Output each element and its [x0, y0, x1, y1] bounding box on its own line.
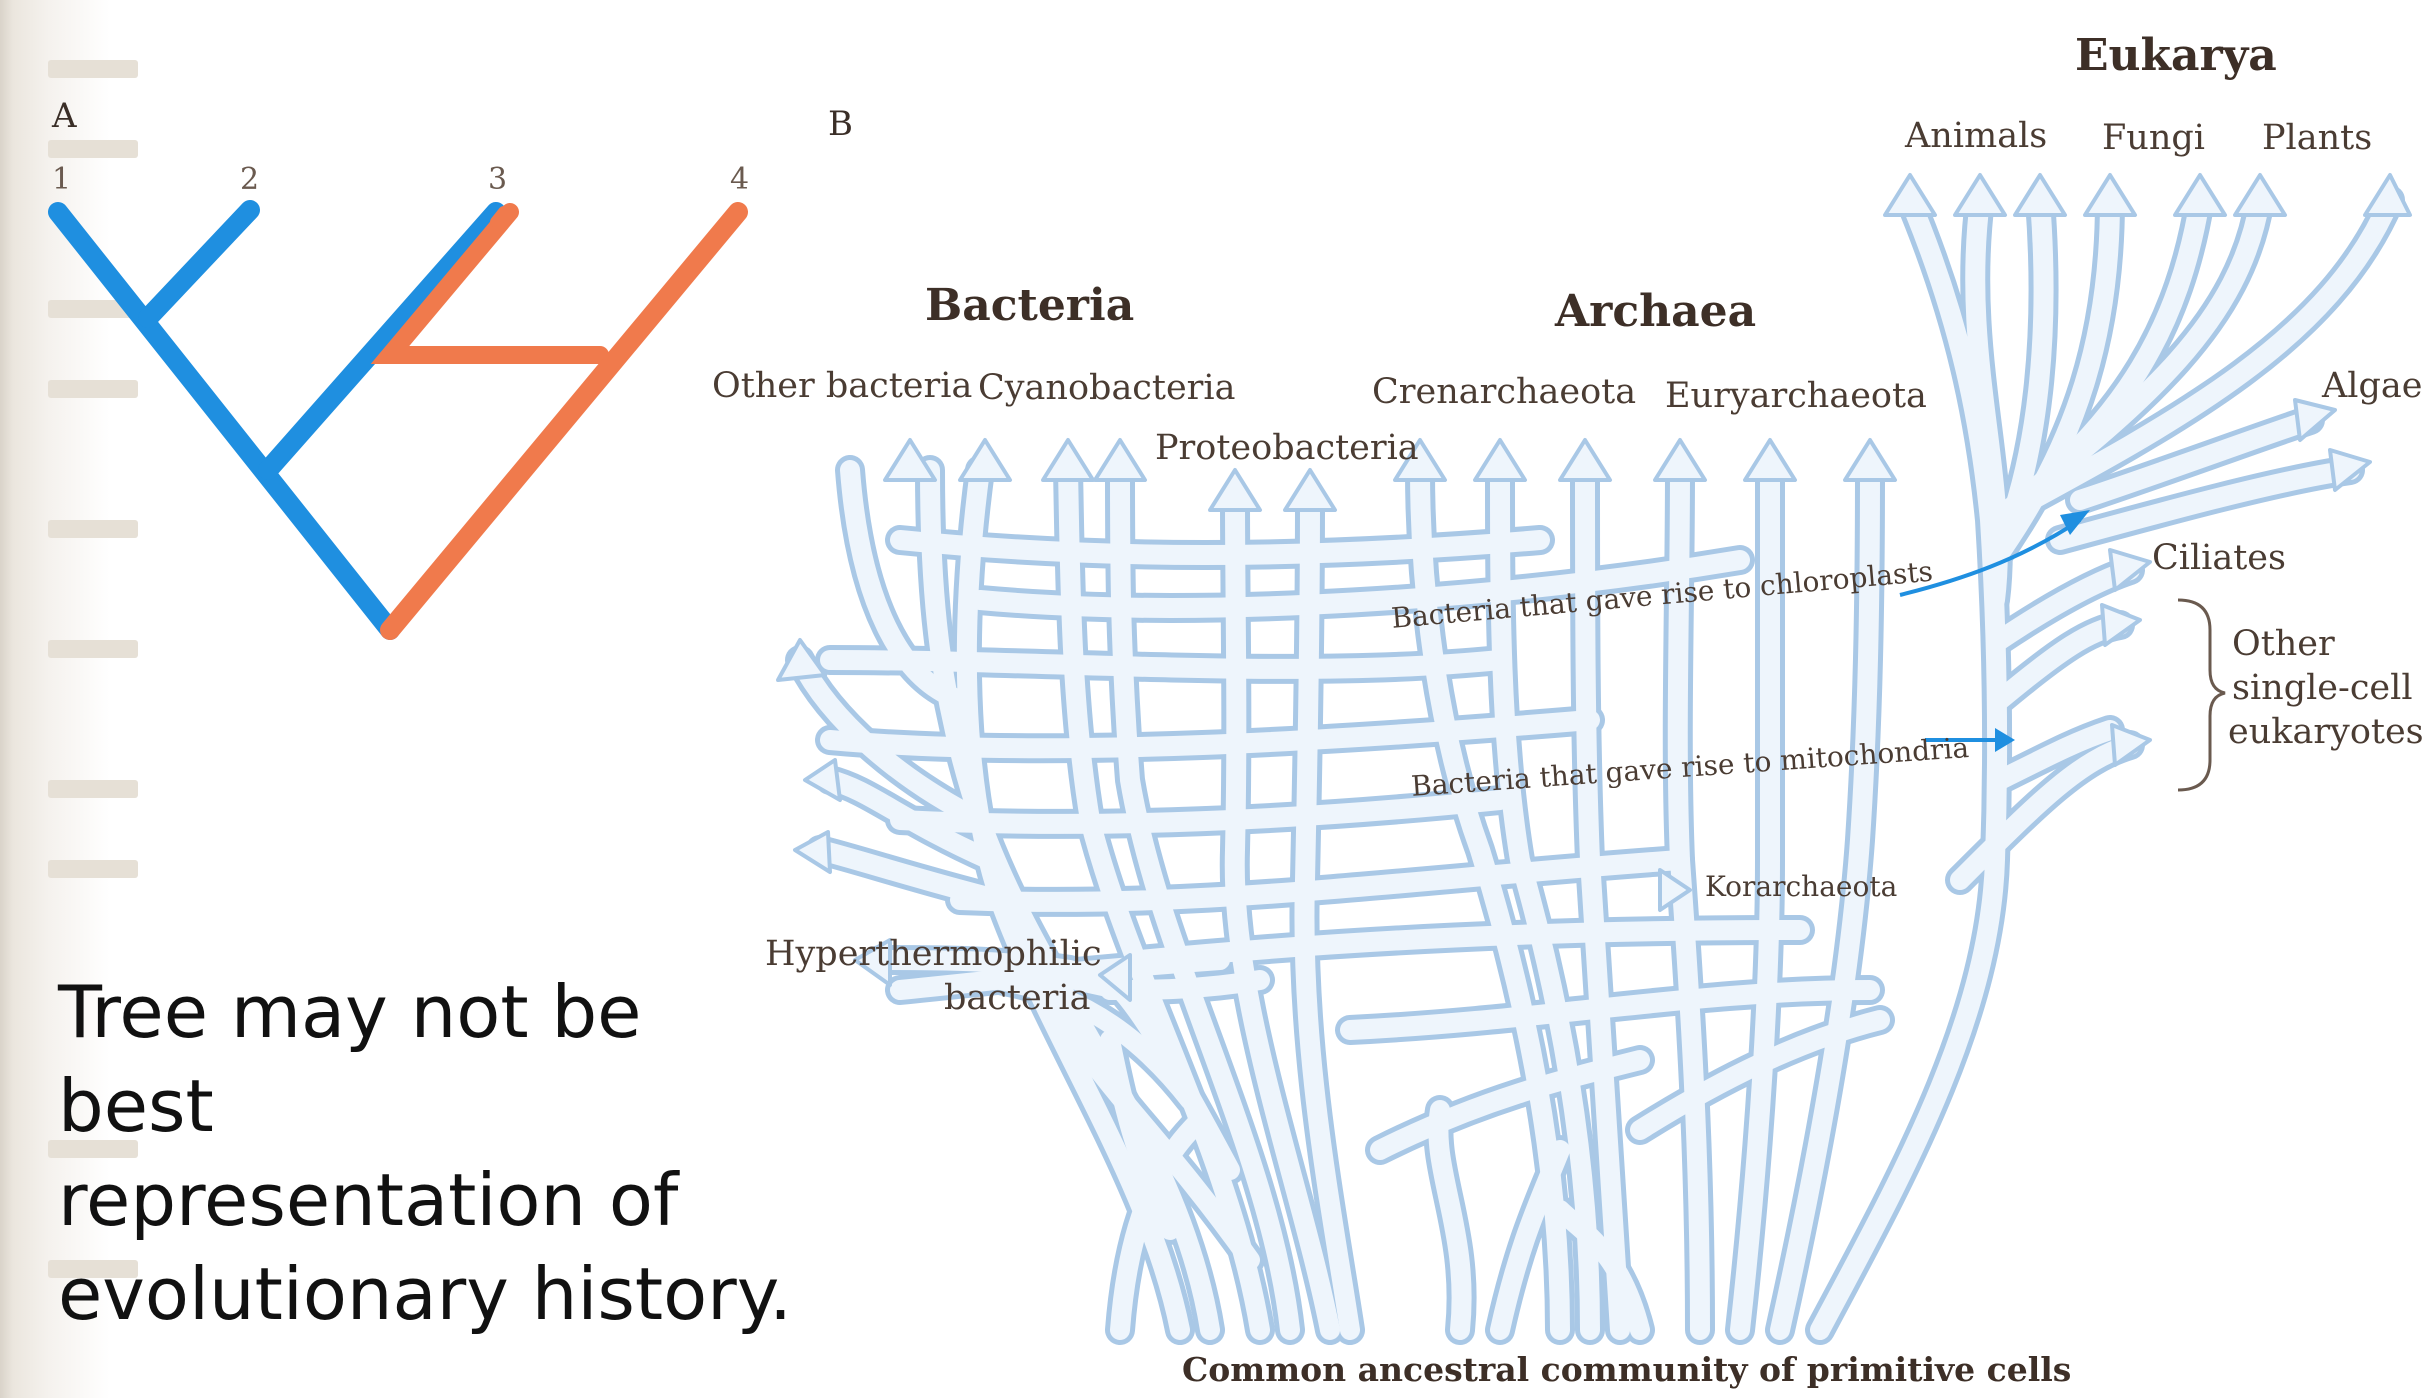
label-hyperthermophilic-2: bacteria — [944, 978, 1090, 1018]
panel-a-letter: A — [52, 96, 77, 136]
caption: Tree may not be best representation of e… — [58, 965, 798, 1341]
label-korarchaeota: Korarchaeota — [1705, 870, 1897, 903]
tip-label-4: 4 — [730, 162, 749, 197]
domain-bacteria: Bacteria — [925, 280, 1134, 331]
tip-label-1: 1 — [52, 162, 71, 197]
caption-line-2: representation of — [58, 1153, 798, 1247]
tip-label-3: 3 — [488, 162, 507, 197]
label-euryarchaeota: Euryarchaeota — [1665, 376, 1927, 416]
panel-a-tree — [58, 210, 738, 630]
label-proteobacteria: Proteobacteria — [1155, 428, 1419, 468]
label-crenarchaeota: Crenarchaeota — [1372, 372, 1636, 412]
label-fungi: Fungi — [2102, 118, 2205, 158]
label-animals: Animals — [1905, 116, 2047, 156]
caption-line-1: Tree may not be best — [58, 965, 798, 1153]
label-other-2: single-cell — [2232, 668, 2413, 708]
brace — [2178, 600, 2225, 790]
domain-archaea: Archaea — [1555, 286, 1756, 337]
label-ciliates: Ciliates — [2152, 538, 2286, 578]
label-algae: Algae — [2322, 366, 2422, 406]
domain-eukarya: Eukarya — [2075, 30, 2277, 81]
label-other-bacteria: Other bacteria — [712, 366, 972, 406]
label-hyperthermophilic-1: Hyperthermophilic — [765, 934, 1102, 974]
label-cyanobacteria: Cyanobacteria — [978, 368, 1235, 408]
panel-b-letter: B — [828, 104, 853, 144]
label-other-3: eukaryotes — [2228, 712, 2424, 752]
caption-line-3: evolutionary history. — [58, 1247, 798, 1341]
tip-label-2: 2 — [240, 162, 259, 197]
label-other-1: Other — [2232, 624, 2335, 664]
label-plants: Plants — [2262, 118, 2372, 158]
root-label: Common ancestral community of primitive … — [1182, 1350, 2071, 1389]
